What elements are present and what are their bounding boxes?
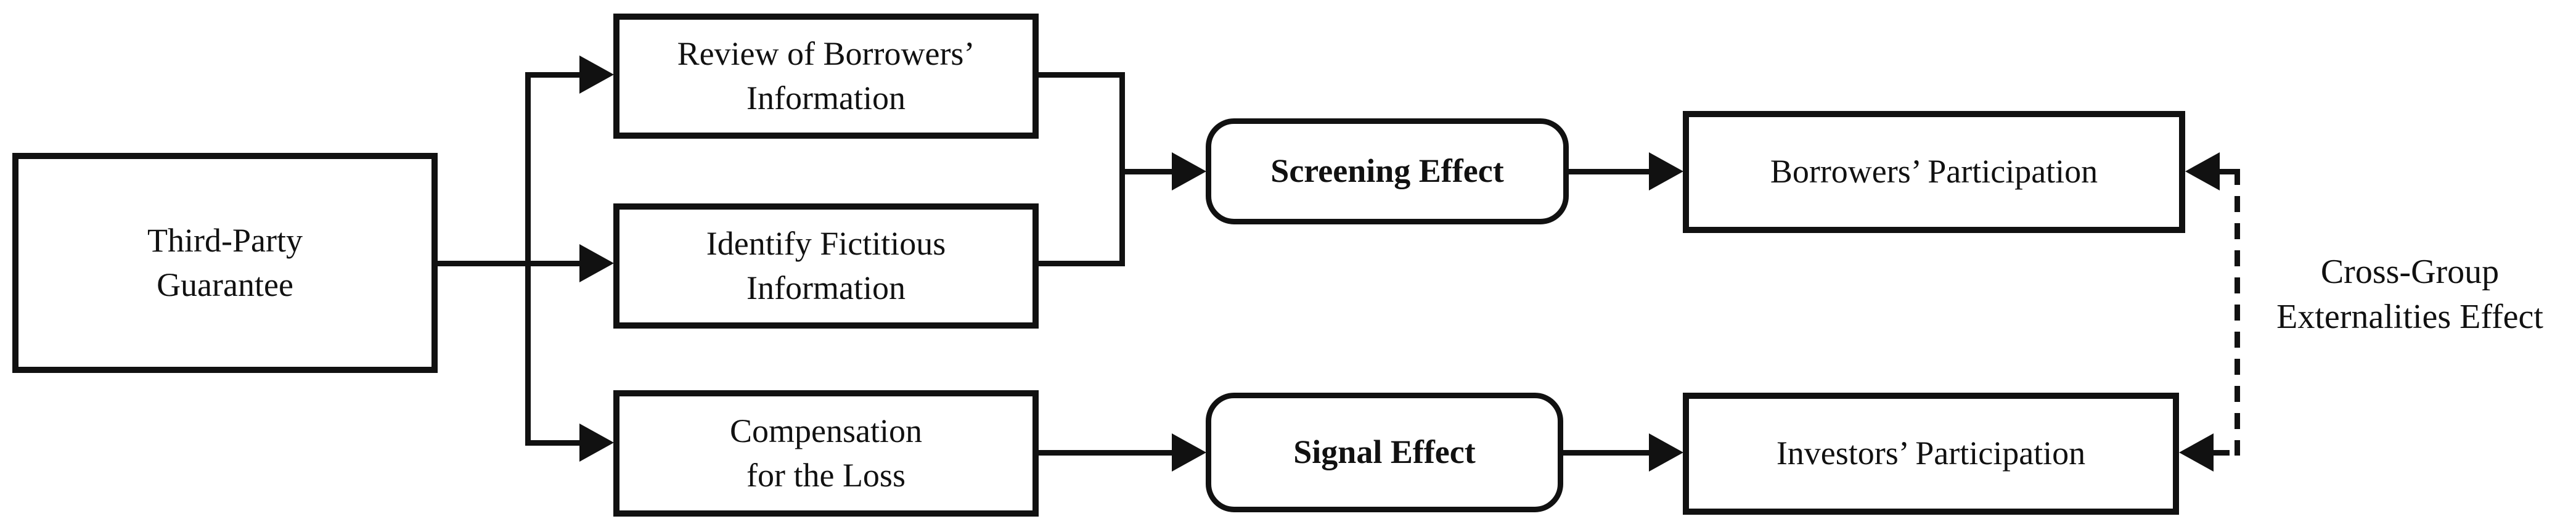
dashed-connector-to-investors: [2214, 450, 2240, 456]
arrowhead-right-icon: [1172, 433, 1206, 472]
node-label-line: Third-Party: [147, 222, 303, 260]
arrowhead-right-icon: [1172, 152, 1206, 190]
node-third-party-guarantee: Third-Party Guarantee: [12, 153, 438, 373]
label-line: Cross-Group: [2320, 253, 2500, 291]
dashed-connector-to-borrowers: [2220, 169, 2240, 174]
node-label-line: Guarantee: [157, 266, 293, 303]
node-label-line: Signal Effect: [1293, 433, 1476, 471]
node-compensation-for-the-loss: Compensation for the Loss: [613, 390, 1039, 517]
node-screening-effect: Screening Effect: [1206, 118, 1569, 224]
node-review-of-borrowers-information: Review of Borrowers’ Information: [613, 14, 1039, 139]
node-borrowers-participation: Borrowers’ Participation: [1683, 111, 2185, 233]
connector-tpg-trunk: [438, 261, 579, 266]
node-label-line: Investors’ Participation: [1776, 435, 2086, 472]
label-line: Externalities Effect: [2276, 297, 2543, 336]
connector-identify-out: [1039, 261, 1125, 266]
node-label-line: Information: [746, 269, 906, 306]
arrowhead-left-icon: [2179, 433, 2214, 472]
arrowhead-right-icon: [579, 424, 614, 462]
node-label-line: Borrowers’ Participation: [1770, 153, 2098, 190]
connector-screening-to-borrowers: [1569, 169, 1649, 174]
connector-to-screening: [1119, 169, 1172, 174]
arrowhead-right-icon: [1649, 152, 1683, 190]
node-label-line: Screening Effect: [1270, 152, 1504, 190]
node-label-line: Identify Fictitious: [706, 225, 946, 263]
dashed-connector-vertical: [2235, 169, 2240, 456]
label-cross-group-externalities-effect: Cross-Group Externalities Effect: [2244, 250, 2576, 340]
connector-to-review: [525, 72, 579, 78]
arrowhead-left-icon: [2185, 152, 2220, 190]
node-identify-fictitious-information: Identify Fictitious Information: [613, 203, 1039, 329]
arrowhead-right-icon: [579, 244, 614, 282]
connector-tpg-branch-vertical: [525, 72, 531, 446]
arrowhead-right-icon: [579, 55, 614, 94]
node-signal-effect: Signal Effect: [1206, 393, 1563, 512]
node-investors-participation: Investors’ Participation: [1683, 393, 2179, 515]
node-label-line: Compensation: [730, 412, 922, 450]
node-label-line: Review of Borrowers’: [677, 35, 975, 73]
arrowhead-right-icon: [1649, 433, 1683, 472]
connector-to-compensation: [525, 440, 579, 446]
connector-signal-to-investors: [1563, 450, 1649, 456]
node-label-line: Information: [746, 79, 906, 117]
connector-review-out: [1039, 72, 1125, 78]
connector-compensation-to-signal: [1039, 450, 1172, 456]
node-label-line: for the Loss: [746, 456, 906, 494]
